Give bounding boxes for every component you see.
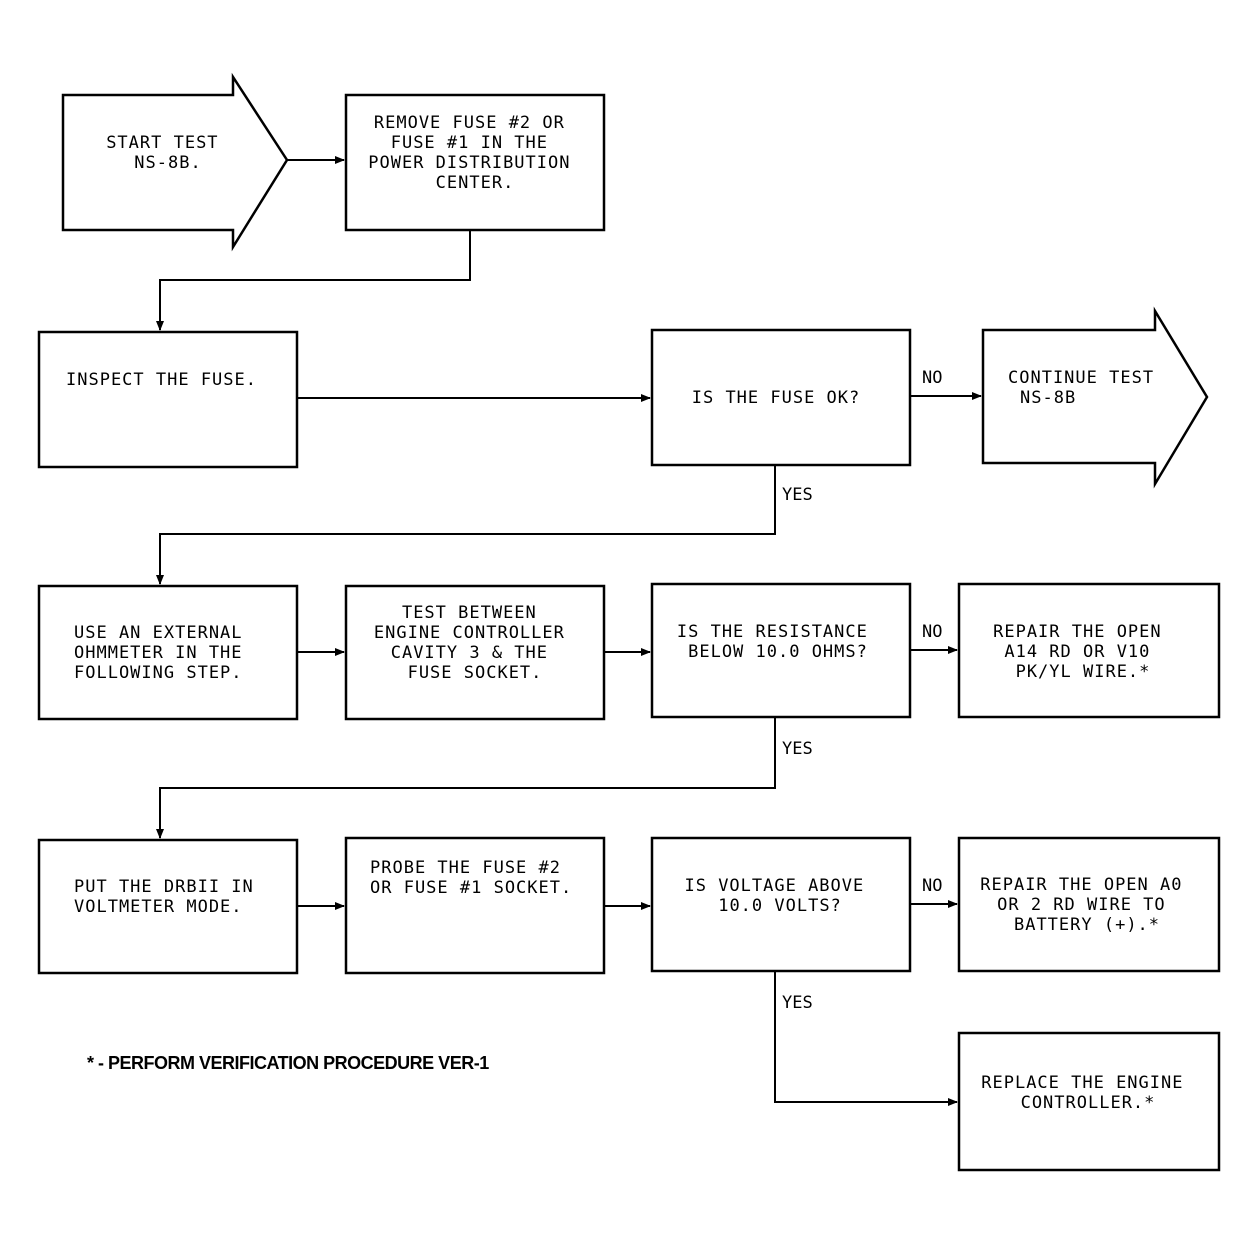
repair-open-a0-label: REPAIR THE OPEN A0 OR 2 RD WIRE TO BATTE… — [980, 875, 1193, 935]
edge-label-voltage-yes: YES — [782, 993, 813, 1013]
start-arrow-shape — [61, 72, 289, 252]
inspect-fuse-label: INSPECT THE FUSE. — [66, 370, 257, 390]
edge-label-voltage-no: NO — [922, 876, 942, 896]
resistance-decision-box — [650, 582, 912, 719]
connector-remove-to-inspect — [156, 230, 471, 331]
fuse-ok-decision-box — [650, 328, 912, 467]
replace-controller-box — [957, 1031, 1221, 1172]
fuse-ok-question-label: IS THE FUSE OK? — [692, 388, 861, 408]
put-drbii-label: PUT THE DRBII IN VOLTMETER MODE. — [74, 877, 265, 917]
use-ohmmeter-box — [37, 584, 299, 721]
edge-label-resistance-no: NO — [922, 622, 942, 642]
start-test-label: START TEST NS-8B. — [106, 133, 230, 173]
edge-label-fuse-yes: YES — [782, 485, 813, 505]
repair-open-a0-box — [957, 836, 1221, 973]
verification-footnote: * - PERFORM VERIFICATION PROCEDURE VER-1 — [87, 1053, 489, 1073]
connector-fuse-ok-yes — [156, 465, 776, 585]
edge-label-fuse-no: NO — [922, 368, 942, 388]
repair-open-a14-box — [957, 582, 1221, 719]
use-ohmmeter-label: USE AN EXTERNAL OHMMETER IN THE FOLLOWIN… — [74, 623, 254, 683]
remove-fuse-box — [344, 93, 606, 232]
remove-fuse-label: REMOVE FUSE #2 OR FUSE #1 IN THE POWER D… — [368, 113, 581, 193]
edge-label-resistance-yes: YES — [782, 739, 813, 759]
test-between-box — [344, 584, 606, 721]
replace-controller-label: REPLACE THE ENGINE CONTROLLER.* — [981, 1073, 1194, 1113]
resistance-question-label: IS THE RESISTANCE BELOW 10.0 OHMS? — [677, 622, 879, 662]
connector-resistance-yes — [156, 717, 776, 839]
continue-test-label: CONTINUE TEST NS-8B — [1008, 368, 1165, 408]
inspect-fuse-box — [37, 330, 299, 469]
test-between-label: TEST BETWEEN ENGINE CONTROLLER CAVITY 3 … — [374, 603, 576, 683]
put-drbii-box — [37, 838, 299, 975]
connector-voltage-yes — [774, 971, 958, 1106]
voltage-question-label: IS VOLTAGE ABOVE 10.0 VOLTS? — [684, 876, 875, 916]
repair-open-a14-label: REPAIR THE OPEN A14 RD OR V10 PK/YL WIRE… — [993, 622, 1173, 682]
probe-fuse-label: PROBE THE FUSE #2 OR FUSE #1 SOCKET. — [370, 858, 572, 898]
continue-test-arrow-shape — [981, 306, 1209, 489]
